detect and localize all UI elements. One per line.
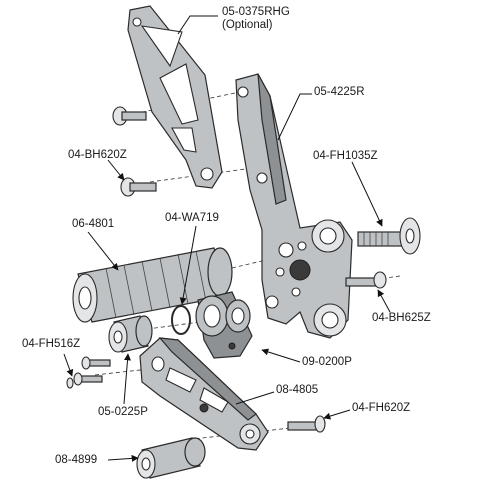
pivot-block-part bbox=[195, 291, 253, 359]
label-heel-guard: 05-0375RHG bbox=[222, 6, 290, 18]
leader-lines bbox=[63, 15, 391, 462]
spacer-0225-part bbox=[108, 315, 153, 353]
spacer-4899-part bbox=[136, 437, 206, 479]
label-bolt-fh516: 04-FH516Z bbox=[22, 338, 81, 350]
label-bracket: 05-4225R bbox=[314, 86, 365, 98]
label-lever: 08-4805 bbox=[276, 384, 319, 396]
bolt-bh620-lower bbox=[120, 177, 157, 197]
lever-part bbox=[139, 337, 269, 451]
label-bolt-fh620: 04-FH620Z bbox=[352, 402, 411, 414]
main-bracket-part bbox=[235, 73, 353, 339]
washer-part bbox=[171, 305, 191, 335]
bolt-bh625 bbox=[345, 271, 387, 289]
label-spacer-4899: 08-4899 bbox=[55, 454, 98, 466]
label-spacer-0225: 05-0225P bbox=[98, 406, 148, 418]
bolt-fh1035 bbox=[357, 217, 421, 255]
label-bolt-bh620: 04-BH620Z bbox=[68, 149, 127, 161]
heel-guard-part bbox=[127, 5, 223, 189]
label-pivot-block: 09-0200P bbox=[302, 356, 352, 368]
bolt-bh620-upper bbox=[112, 106, 147, 126]
label-peg: 06-4801 bbox=[72, 218, 115, 230]
label-heel-guard-note: (Optional) bbox=[222, 19, 273, 31]
bolts-fh516 bbox=[66, 356, 111, 389]
label-washer: 04-WA719 bbox=[165, 212, 219, 224]
foot-peg-part bbox=[72, 247, 233, 323]
bolt-fh620 bbox=[287, 415, 326, 433]
label-bolt-bh625: 04-BH625Z bbox=[372, 312, 431, 324]
label-bolt-fh1035: 04-FH1035Z bbox=[313, 150, 378, 162]
